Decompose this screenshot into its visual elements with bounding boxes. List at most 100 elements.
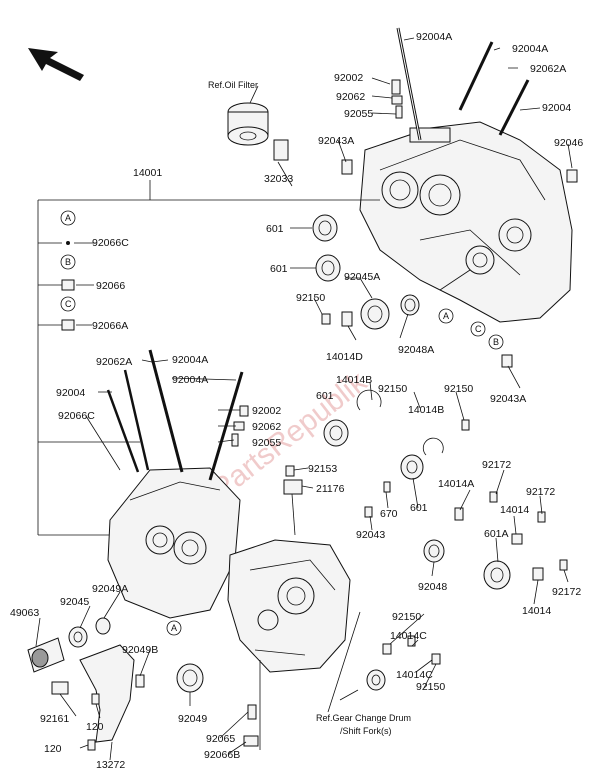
plug-92066B — [243, 735, 259, 747]
label-14014A: 14014A — [438, 478, 474, 490]
label-92066B: 92066B — [204, 749, 240, 761]
label-92049B: 92049B — [122, 644, 158, 656]
dowel-92043A — [341, 159, 353, 175]
bearing-92045 — [68, 626, 88, 648]
label-120: 120 — [86, 721, 104, 733]
label-49063: 49063 — [10, 607, 39, 619]
circlip-14014B-b — [422, 437, 444, 456]
label-92002: 92002 — [334, 72, 363, 84]
lower-crankcase-half — [107, 467, 351, 673]
fitting-92002 — [391, 79, 401, 95]
bracket-14014A — [454, 507, 464, 521]
label-92065: 92065 — [206, 733, 235, 745]
label-ref-oil-filter: Ref.Oil Filter — [208, 80, 258, 90]
bolt-92150-a — [321, 313, 331, 325]
ref-circle-a-right: A — [438, 308, 454, 324]
part-92066A-plug — [61, 319, 75, 331]
label-92172: 92172 — [552, 586, 581, 598]
ref-circle-c-right: C — [470, 321, 486, 337]
label-670: 670 — [380, 508, 398, 520]
seal-92048 — [423, 539, 445, 563]
bolt-14014C — [407, 635, 416, 647]
svg-text:A: A — [65, 213, 71, 223]
circlip-14014B — [356, 389, 382, 411]
seal-49063 — [27, 637, 65, 673]
svg-text:A: A — [171, 623, 177, 633]
ref-circle-b-left: B — [60, 254, 76, 270]
stud-92004A-lower — [148, 349, 184, 473]
oil-filter-part — [227, 102, 269, 146]
label-92004A: 92004A — [512, 43, 548, 55]
label-92150: 92150 — [392, 611, 421, 623]
direction-arrow-icon — [28, 48, 84, 81]
screw-120-b — [87, 739, 96, 751]
label-92066: 92066 — [96, 280, 125, 292]
label-92043A: 92043A — [318, 135, 354, 147]
label-21176: 21176 — [316, 483, 345, 495]
bearing-601-d — [400, 454, 424, 480]
label-92002: 92002 — [252, 405, 281, 417]
bolt-92150-d — [382, 643, 392, 655]
svg-text:B: B — [65, 257, 71, 267]
bolt-92172-b — [537, 511, 546, 523]
bearing-14014C — [366, 669, 386, 691]
label-92045A: 92045A — [344, 271, 380, 283]
seal-92048A — [400, 294, 420, 316]
pin-670 — [383, 481, 391, 493]
label-92004: 92004 — [56, 387, 85, 399]
label-14014: 14014 — [522, 605, 551, 617]
stud-92004-upper — [498, 79, 530, 136]
label-92043: 92043 — [356, 529, 385, 541]
label-120: 120 — [44, 743, 62, 755]
ref-circle-a-lower: A — [166, 620, 182, 636]
upper-crankcase-half — [359, 121, 573, 323]
bolt-92172-a — [489, 491, 498, 503]
dowel-92043 — [364, 506, 373, 518]
label-14014C: 14014C — [396, 669, 433, 681]
part-labels: Ref.Oil Filter 92004A 92004A 92062A 9200… — [10, 31, 583, 771]
label-92004A: 92004A — [416, 31, 452, 43]
label-601: 601 — [410, 502, 428, 514]
stud-92004A-upper-right — [458, 41, 494, 111]
leader-lines — [35, 37, 573, 761]
label-92062: 92062 — [336, 91, 365, 103]
svg-text:B: B — [493, 337, 499, 347]
seal-92049 — [176, 663, 204, 693]
label-14014: 14014 — [500, 504, 529, 516]
plug-92065 — [247, 704, 257, 720]
label-92150: 92150 — [378, 383, 407, 395]
label-601: 601 — [270, 263, 288, 275]
label-ref-gear-change-drum: Ref.Gear Change Drum — [316, 713, 411, 723]
label-92055: 92055 — [344, 108, 373, 120]
seal-92049A — [95, 617, 111, 635]
bracket-14014-b — [532, 567, 544, 581]
label-92048: 92048 — [418, 581, 447, 593]
svg-text:C: C — [65, 299, 72, 309]
stud-92062A-lower — [123, 369, 150, 471]
label-92066A: 92066A — [92, 320, 128, 332]
label-92150: 92150 — [296, 292, 325, 304]
bearing-601-c — [323, 419, 349, 447]
label-92062A: 92062A — [96, 356, 132, 368]
bracket-14014-a — [511, 533, 523, 545]
label-92161: 92161 — [40, 713, 69, 725]
label-14014B: 14014B — [408, 404, 444, 416]
svg-text:A: A — [443, 311, 449, 321]
label-92062: 92062 — [252, 421, 281, 433]
fitting-92002-b — [239, 405, 249, 417]
dowel-92043A-b — [501, 354, 513, 368]
label-92150: 92150 — [444, 383, 473, 395]
label-shift-forks: /Shift Fork(s) — [340, 726, 392, 736]
bearing-601-a — [312, 214, 338, 242]
label-601: 601 — [316, 390, 334, 402]
bolt-92172-c — [559, 559, 568, 571]
part-92161 — [51, 681, 69, 695]
label-92004A: 92004A — [172, 354, 208, 366]
switch-21176 — [283, 479, 303, 536]
label-92048A: 92048A — [398, 344, 434, 356]
screw-120-a — [91, 693, 100, 705]
plug-92046 — [566, 169, 578, 183]
label-92004: 92004 — [542, 102, 571, 114]
label-14001: 14001 — [133, 167, 162, 179]
